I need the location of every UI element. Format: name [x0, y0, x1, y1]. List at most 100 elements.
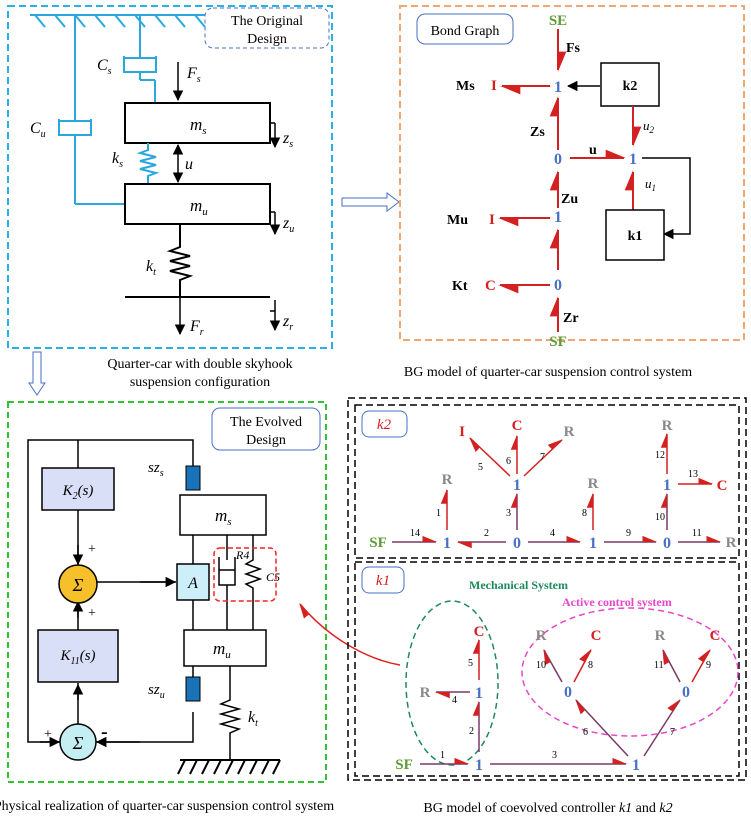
panel-border-outer [347, 397, 747, 781]
k1-bond-9-label: 9 [706, 660, 711, 671]
sign-plus-3: + [44, 727, 52, 742]
spring-kt [218, 666, 242, 760]
arrow-k1-to-highlight [299, 603, 401, 666]
arrow-original-to-bondgraph [341, 192, 400, 212]
caption-coevolved: BG model of coevolved controller k1 and … [423, 801, 672, 816]
block-k2s [41, 467, 115, 511]
k2-node-0a: 0 [513, 535, 521, 552]
actuator-a [176, 563, 210, 601]
k1-r-11: R [655, 628, 666, 644]
k1-bond-7-label: 7 [670, 727, 675, 738]
k1-bond-11 [662, 648, 681, 683]
control-wiring [27, 439, 194, 743]
k2-bond-4-label: 4 [550, 528, 555, 539]
k2-bond-7-label: 7 [540, 452, 545, 463]
k2-bond-1-label: 1 [436, 508, 441, 519]
title-box [211, 407, 321, 451]
panel-border-k2 [354, 404, 740, 559]
label-kt: kt [146, 258, 156, 278]
k2-graph: SF 14 1 1 R 2 0 3 1 5 I 6 C 7 R 4 1 [369, 418, 736, 552]
sensor-szu [185, 676, 201, 702]
k1-node-0a: 0 [564, 684, 572, 701]
spring-ks [136, 143, 160, 184]
k2-bond-5-label: 5 [478, 462, 483, 473]
title-line2: Design [246, 433, 286, 448]
title-line1: The Original [231, 14, 303, 29]
label-k1: k1 [376, 573, 390, 589]
ground [177, 759, 281, 775]
k1-c-5: C [474, 624, 485, 640]
label-mechanical: Mechanical System [469, 578, 568, 592]
label-cs: Cs [97, 57, 112, 77]
panel-original-design: The Original Design Cs [7, 5, 333, 390]
k1-node-1c: 1 [632, 757, 640, 774]
k2-bond-14-label: 14 [410, 528, 420, 539]
mass-ms [179, 494, 267, 536]
node-1-right: 1 [629, 151, 637, 168]
k1-c-9: C [710, 628, 721, 644]
damper-r4 [218, 535, 236, 630]
label-sf: SF [549, 334, 567, 350]
ellipse-active [521, 607, 739, 737]
label-box-k1 [361, 566, 405, 594]
mass-mu [183, 629, 267, 667]
k1-bond-9 [691, 648, 711, 683]
k2-bond-8-label: 8 [582, 508, 587, 519]
k2-r-8: R [588, 476, 599, 492]
label-ms: ms [190, 115, 207, 137]
label-kt-c: C [485, 278, 496, 294]
label-szu: szu [148, 682, 165, 701]
k2-r-1: R [442, 472, 453, 488]
label-sigma-2: Σ [72, 733, 84, 753]
label-cu: Cu [30, 120, 46, 140]
label-sigma-1: Σ [72, 575, 84, 595]
k1-bond-7 [643, 698, 681, 757]
sign-plus-1: + [88, 542, 96, 557]
k1-r-10: R [536, 628, 547, 644]
ellipse-mechanical [405, 600, 499, 766]
label-u1: u1 [645, 176, 656, 193]
label-zr: zr [282, 313, 293, 333]
k1-bond-11-label: 11 [654, 660, 664, 671]
k2-i: I [459, 424, 465, 440]
label-u: u [185, 156, 193, 173]
k2-c-6: C [512, 418, 523, 434]
label-fr: Fr [189, 318, 204, 338]
label-k1: k1 [628, 229, 643, 244]
k1-bond-5-label: 5 [468, 658, 473, 669]
panel-evolved-design: The Evolved Design K2(s) + Σ + K11(s) [0, 401, 334, 814]
block-k11s [37, 629, 119, 683]
label-k2: k2 [377, 417, 392, 433]
label-u2: u2 [643, 118, 655, 135]
panel-border [399, 5, 745, 341]
label-se: SE [549, 13, 567, 29]
k2-bond-13-label: 13 [688, 469, 698, 480]
label-zr: Zr [563, 311, 579, 326]
label-mu-i: I [489, 212, 495, 228]
mass-mu [124, 183, 271, 225]
label-mu: mu [213, 639, 231, 661]
k1-bond-1-label: 1 [440, 750, 445, 761]
label-szs: szs [148, 460, 164, 479]
panel-coevolved: k2 SF 14 1 1 R 2 0 3 1 5 I 6 C 7 R 4 [347, 397, 747, 816]
summer-2 [59, 723, 97, 761]
k2-bond-9-label: 9 [626, 528, 631, 539]
sign-plus-2: + [88, 606, 96, 621]
k2-bond-11-label: 11 [692, 528, 702, 539]
sign-minus: - [101, 721, 108, 743]
k1-bond-6-label: 6 [583, 727, 588, 738]
k2-node-1c: 1 [589, 535, 597, 552]
signal-1-to-k1 [642, 157, 691, 240]
label-ms: Ms [456, 79, 475, 94]
panel-bond-graph: Bond Graph SE Fs Ms I 1 k2 u2 Zs 0 u 1 u… [399, 5, 745, 380]
k2-node-1b: 1 [513, 477, 521, 494]
k2-bond-2-label: 2 [484, 528, 489, 539]
title: Bond Graph [431, 24, 500, 39]
panel-border-k1 [354, 561, 740, 777]
label-ms-i: I [491, 78, 497, 94]
label-mu: Mu [447, 213, 468, 228]
label-box-k2 [361, 410, 408, 438]
k1-bond-10 [543, 648, 563, 683]
k2-bond-3-label: 3 [506, 508, 511, 519]
node-0-mid: 0 [554, 151, 562, 168]
